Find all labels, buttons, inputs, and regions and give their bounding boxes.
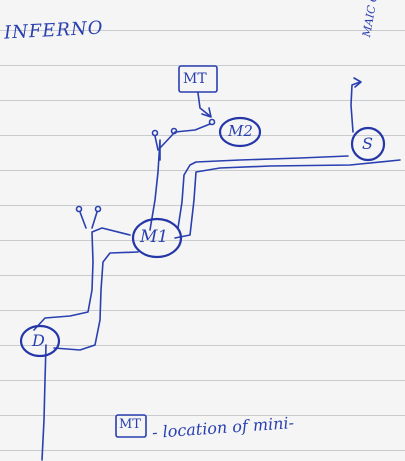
branch-node [170,127,178,135]
branch-node [94,205,102,213]
m2-circle [218,116,262,148]
d-circle [19,324,61,358]
branch [159,123,211,149]
mt-box [178,65,218,93]
branch-node [151,129,159,137]
branch-node [75,205,83,213]
arrow-head [201,107,212,118]
legend-symbol: MT [119,417,141,432]
page-title: INFERNO [3,17,105,44]
branch-node [208,118,216,126]
s-circle [350,126,386,162]
path-line [174,159,401,239]
path-line [53,251,139,351]
m1-label: M1 [140,227,169,247]
path-line [177,155,349,229]
arrow-head [353,77,362,88]
branch [79,211,87,229]
m1-circle [131,217,183,259]
m2-label: M2 [228,122,253,140]
legend-box-outline [115,414,147,438]
arrow [197,92,211,117]
branch [154,135,159,151]
path-line [149,139,161,231]
s-label: S [362,134,373,153]
branch [91,211,98,229]
arrow [350,81,361,133]
path-line [41,344,47,461]
d-label: D [32,331,45,350]
mt-label: MT [183,71,207,87]
path-line [33,227,131,331]
